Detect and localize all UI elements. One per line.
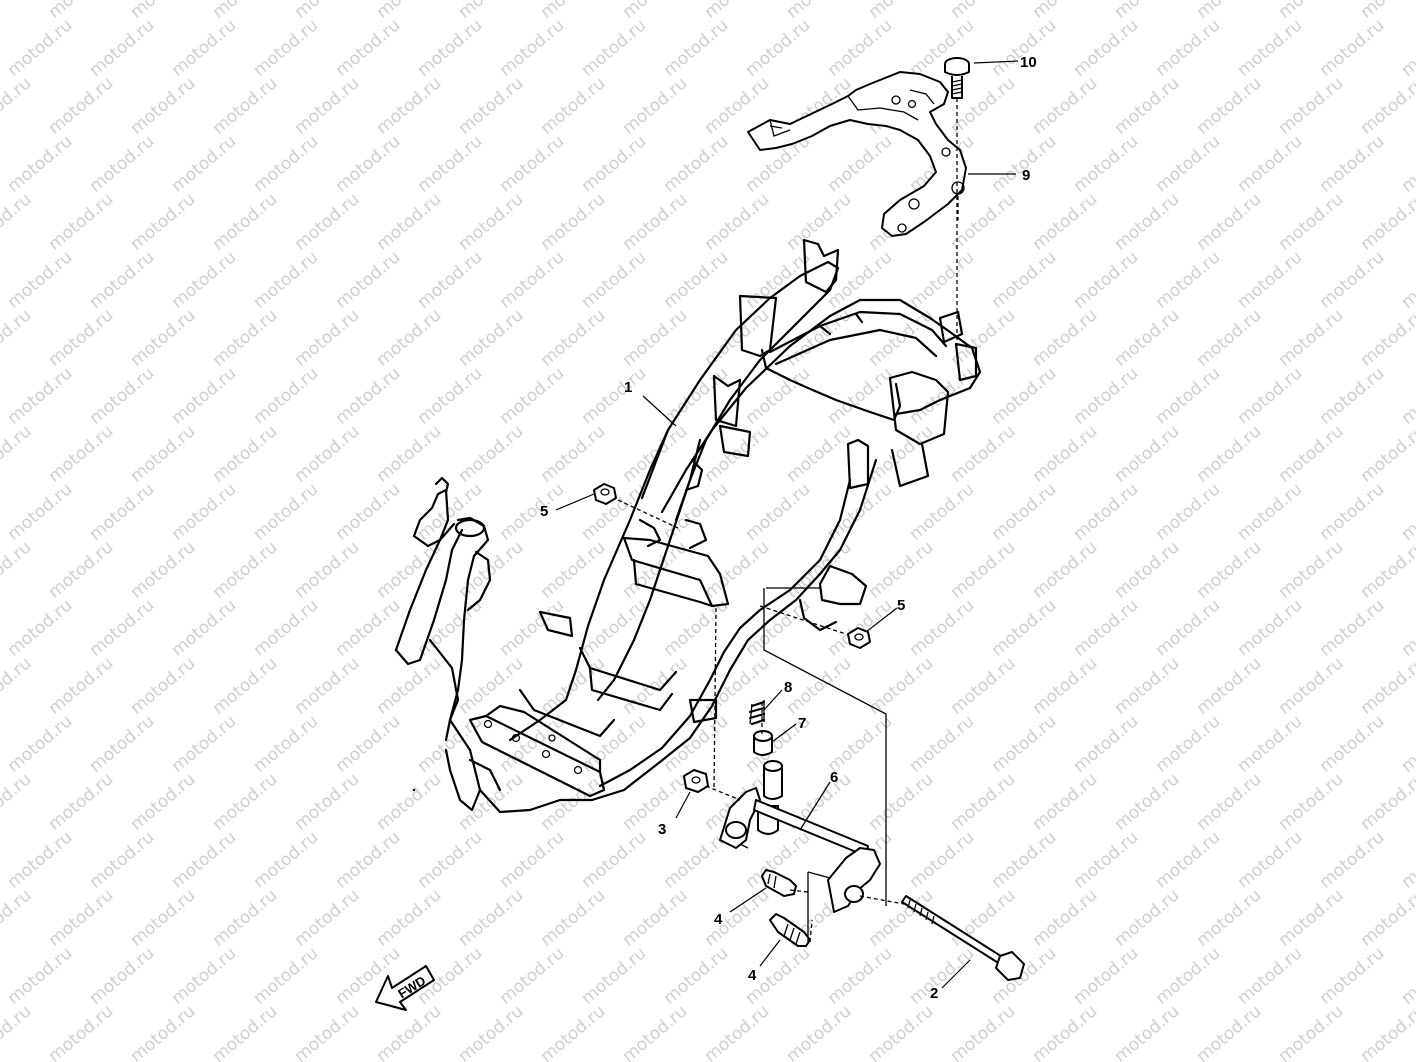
callout-3: 3: [658, 821, 666, 838]
bolt-4-upper: [761, 869, 797, 897]
callout-5-lower: 5: [897, 597, 905, 614]
nut-5-upper: [593, 483, 617, 505]
callout-5-upper: 5: [540, 503, 548, 520]
bush-7: [753, 730, 773, 756]
callout-9: 9: [1022, 167, 1030, 184]
nut-3: [683, 769, 709, 793]
bolt-4-lower: [769, 913, 811, 947]
assembly-lines: [617, 98, 959, 944]
spring-8: [748, 700, 766, 726]
nut-5-lower: [847, 627, 871, 649]
main-frame: [394, 238, 982, 814]
callout-4-upper: 4: [714, 911, 723, 928]
fwd-arrow-icon: FWD: [375, 965, 435, 1011]
callouts: 1 2 3 4 4 5 5 6 7 8 9 10: [540, 54, 1037, 1002]
callout-7: 7: [798, 715, 806, 732]
callout-6: 6: [830, 769, 838, 786]
bolt-10: [944, 57, 970, 99]
callout-1: 1: [624, 379, 632, 396]
callout-2: 2: [930, 985, 938, 1002]
bolt-2: [901, 895, 1025, 981]
callout-10: 10: [1020, 54, 1037, 71]
rear-bracket: [747, 71, 967, 237]
leader-lines: [555, 60, 1019, 989]
callout-8: 8: [784, 679, 792, 696]
callout-4-lower: 4: [748, 967, 757, 984]
engine-bracket-6: [719, 760, 881, 913]
